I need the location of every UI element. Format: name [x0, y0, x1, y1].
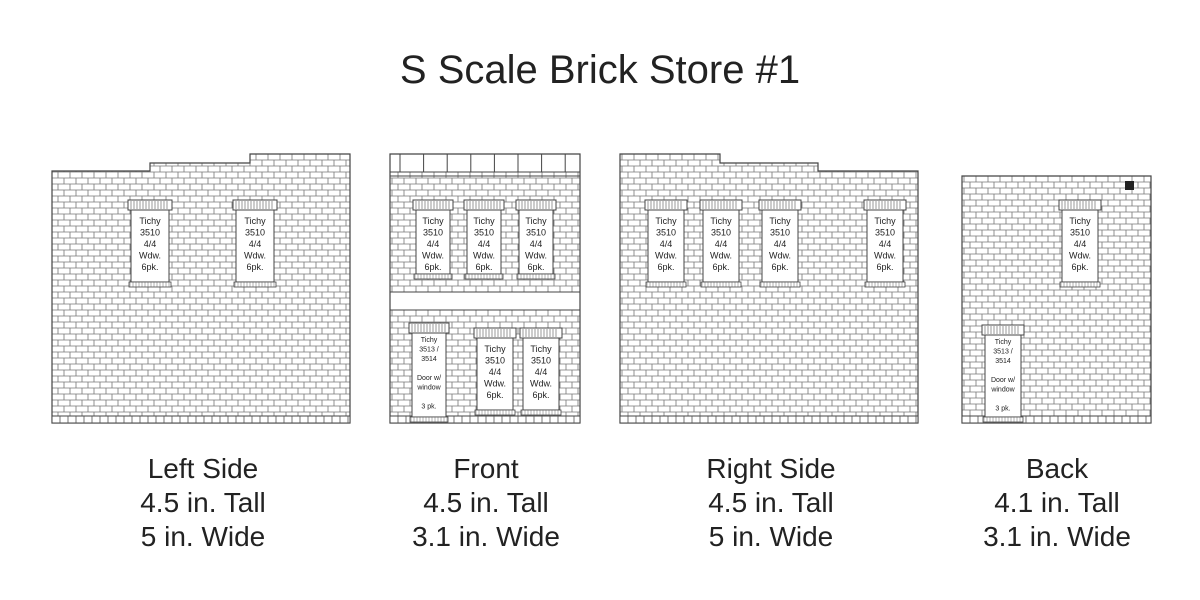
brick-pattern [620, 154, 918, 423]
brick-pattern [52, 154, 350, 423]
caption-right-side-height: 4.5 in. Tall [708, 487, 834, 518]
caption-left-side: Left Side 4.5 in. Tall 5 in. Wide [83, 452, 323, 554]
caption-right-side: Right Side 4.5 in. Tall 5 in. Wide [651, 452, 891, 554]
caption-left-side-name: Left Side [147, 453, 259, 484]
caption-front-name: Front [453, 453, 519, 484]
caption-back-height: 4.1 in. Tall [994, 487, 1120, 518]
caption-right-side-width: 5 in. Wide [708, 521, 834, 552]
caption-back: Back 4.1 in. Tall 3.1 in. Wide [937, 452, 1177, 554]
caption-front-width: 3.1 in. Wide [412, 521, 560, 552]
caption-front: Front 4.5 in. Tall 3.1 in. Wide [366, 452, 606, 554]
diagram-title: S Scale Brick Store #1 [399, 48, 801, 92]
caption-left-side-width: 5 in. Wide [140, 521, 266, 552]
caption-back-name: Back [1025, 453, 1089, 484]
brick-pattern [962, 176, 1151, 423]
caption-back-width: 3.1 in. Wide [983, 521, 1131, 552]
vent-marker [1125, 181, 1134, 190]
caption-left-side-height: 4.5 in. Tall [140, 487, 266, 518]
caption-right-side-name: Right Side [706, 453, 836, 484]
caption-front-height: 4.5 in. Tall [423, 487, 549, 518]
